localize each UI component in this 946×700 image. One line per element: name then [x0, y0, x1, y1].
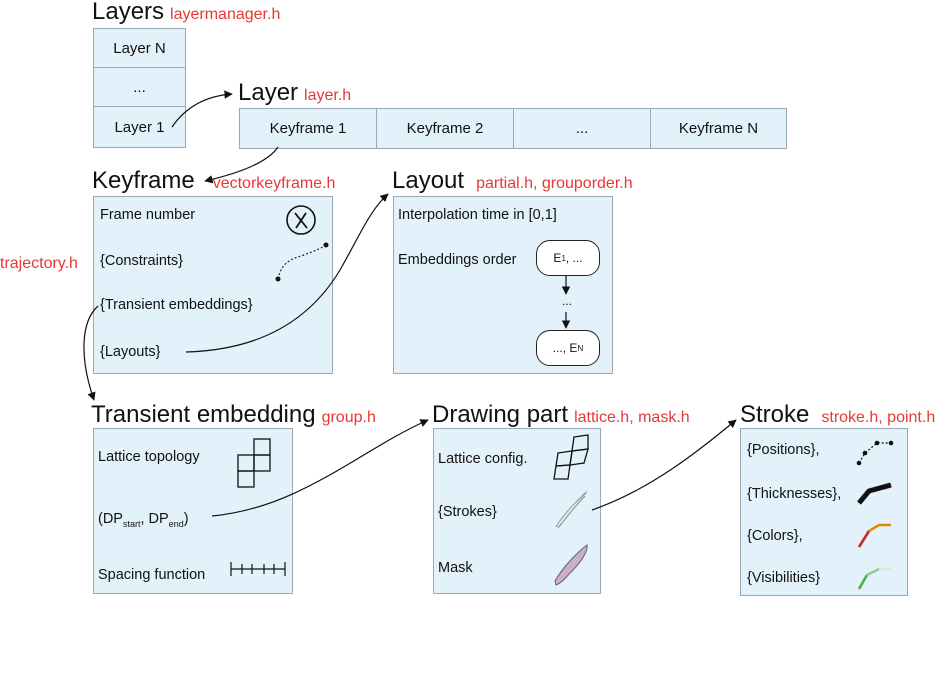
frame-number-x-icon	[286, 205, 316, 235]
keyframe-header-file: vectorkeyframe.h	[212, 175, 336, 192]
mask-label: Mask	[438, 560, 473, 576]
layer-header-file: layer.h	[304, 87, 352, 104]
embedding-order-dots: ...	[562, 294, 573, 308]
lattice-topology-label: Lattice topology	[98, 449, 200, 465]
order-first-suffix: , ...	[565, 251, 583, 265]
stroke-title: Stroke stroke.h, point.h	[740, 403, 935, 430]
order-last-prefix: ..., E	[552, 341, 578, 355]
dp-close: )	[183, 511, 189, 527]
layout-panel: Interpolation time in [0,1] Embeddings o…	[393, 196, 613, 374]
thicknesses-stroke-icon	[857, 482, 892, 505]
strokes-label: {Strokes}	[438, 504, 497, 520]
drawing-part-panel: Lattice config. {Strokes} Mask	[433, 428, 601, 594]
keyframe-1-cell[interactable]: Keyframe 1	[239, 108, 377, 149]
positions-points-icon	[856, 440, 894, 466]
dp-end-sub: end	[168, 518, 184, 529]
visibilities-label: {Visibilities}	[747, 570, 821, 586]
stroke-title-text: Stroke	[740, 401, 810, 428]
lattice-config-icon	[553, 434, 589, 480]
dp-open: (DP	[98, 511, 123, 527]
drawing-part-header-file: lattice.h, mask.h	[574, 409, 690, 426]
keyframe-n-cell[interactable]: Keyframe N	[650, 108, 787, 149]
visibilities-stroke-icon	[857, 567, 891, 590]
transient-embedding-title-text: Transient embedding	[91, 401, 316, 428]
layers-title-text: Layers	[92, 0, 165, 25]
keyframe-panel: Frame number {Constraints} {Transient em…	[93, 196, 333, 374]
colors-stroke-icon	[857, 523, 891, 548]
order-last-sub: N	[577, 343, 584, 353]
layers-title: Layers layermanager.h	[92, 0, 280, 27]
trajectory-header-file: trajectory.h	[0, 255, 78, 272]
positions-label: {Positions},	[747, 442, 820, 458]
transient-embeddings-label: {Transient embeddings}	[100, 297, 253, 313]
order-first-sub: 1	[561, 253, 566, 263]
layers-header-file: layermanager.h	[170, 6, 281, 23]
layer-ellipsis-cell[interactable]: ...	[93, 67, 186, 107]
arrow-strokes-to-stroke	[591, 419, 737, 511]
dp-start-sub: start	[122, 518, 141, 529]
stroke-header-file: stroke.h, point.h	[821, 409, 936, 426]
strokes-sketch-icon	[555, 490, 588, 529]
order-first-e: E	[553, 251, 562, 265]
transient-embedding-title: Transient embedding group.h	[91, 403, 376, 430]
layout-header-file: partial.h, grouporder.h	[476, 175, 633, 192]
lattice-topology-icon	[237, 438, 271, 488]
layer-title-text: Layer	[238, 79, 299, 106]
layer-1-cell[interactable]: Layer 1	[93, 106, 186, 148]
colors-label: {Colors},	[747, 528, 803, 544]
spacing-function-icon	[230, 562, 286, 576]
lattice-config-label: Lattice config.	[438, 451, 528, 467]
layout-title-text: Layout	[392, 167, 465, 194]
layer-n-cell[interactable]: Layer N	[93, 28, 186, 68]
keyframe-title: Keyframe vectorkeyframe.h	[92, 169, 335, 196]
transient-embedding-panel: Lattice topology (DPstart, DPend) Spacin…	[93, 428, 293, 594]
embeddings-order-label: Embeddings order	[398, 252, 517, 268]
drawing-part-title: Drawing part lattice.h, mask.h	[432, 403, 690, 430]
layer-title: Layer layer.h	[238, 81, 351, 108]
layouts-label: {Layouts}	[100, 344, 161, 360]
mask-shape-icon	[554, 544, 588, 586]
frame-number-label: Frame number	[100, 207, 196, 223]
layout-title: Layout partial.h, grouporder.h	[392, 169, 633, 196]
interpolation-time-label: Interpolation time in [0,1]	[398, 207, 557, 223]
keyframe-2-cell[interactable]: Keyframe 2	[376, 108, 514, 149]
spacing-function-label: Spacing function	[98, 567, 206, 583]
drawing-part-title-text: Drawing part	[432, 401, 569, 428]
transient-embedding-header-file: group.h	[321, 409, 376, 426]
dp-mid: , DP	[140, 511, 169, 527]
stroke-panel: {Positions}, {Thicknesses}, {Colors}, {V…	[740, 428, 908, 596]
constraints-label: {Constraints}	[100, 253, 184, 269]
thicknesses-label: {Thicknesses},	[747, 486, 842, 502]
dp-start-end-label: (DPstart, DPend)	[98, 511, 189, 532]
constraints-curve-icon	[275, 242, 329, 282]
keyframe-ellipsis-cell[interactable]: ...	[513, 108, 651, 149]
keyframe-title-text: Keyframe	[92, 167, 195, 194]
